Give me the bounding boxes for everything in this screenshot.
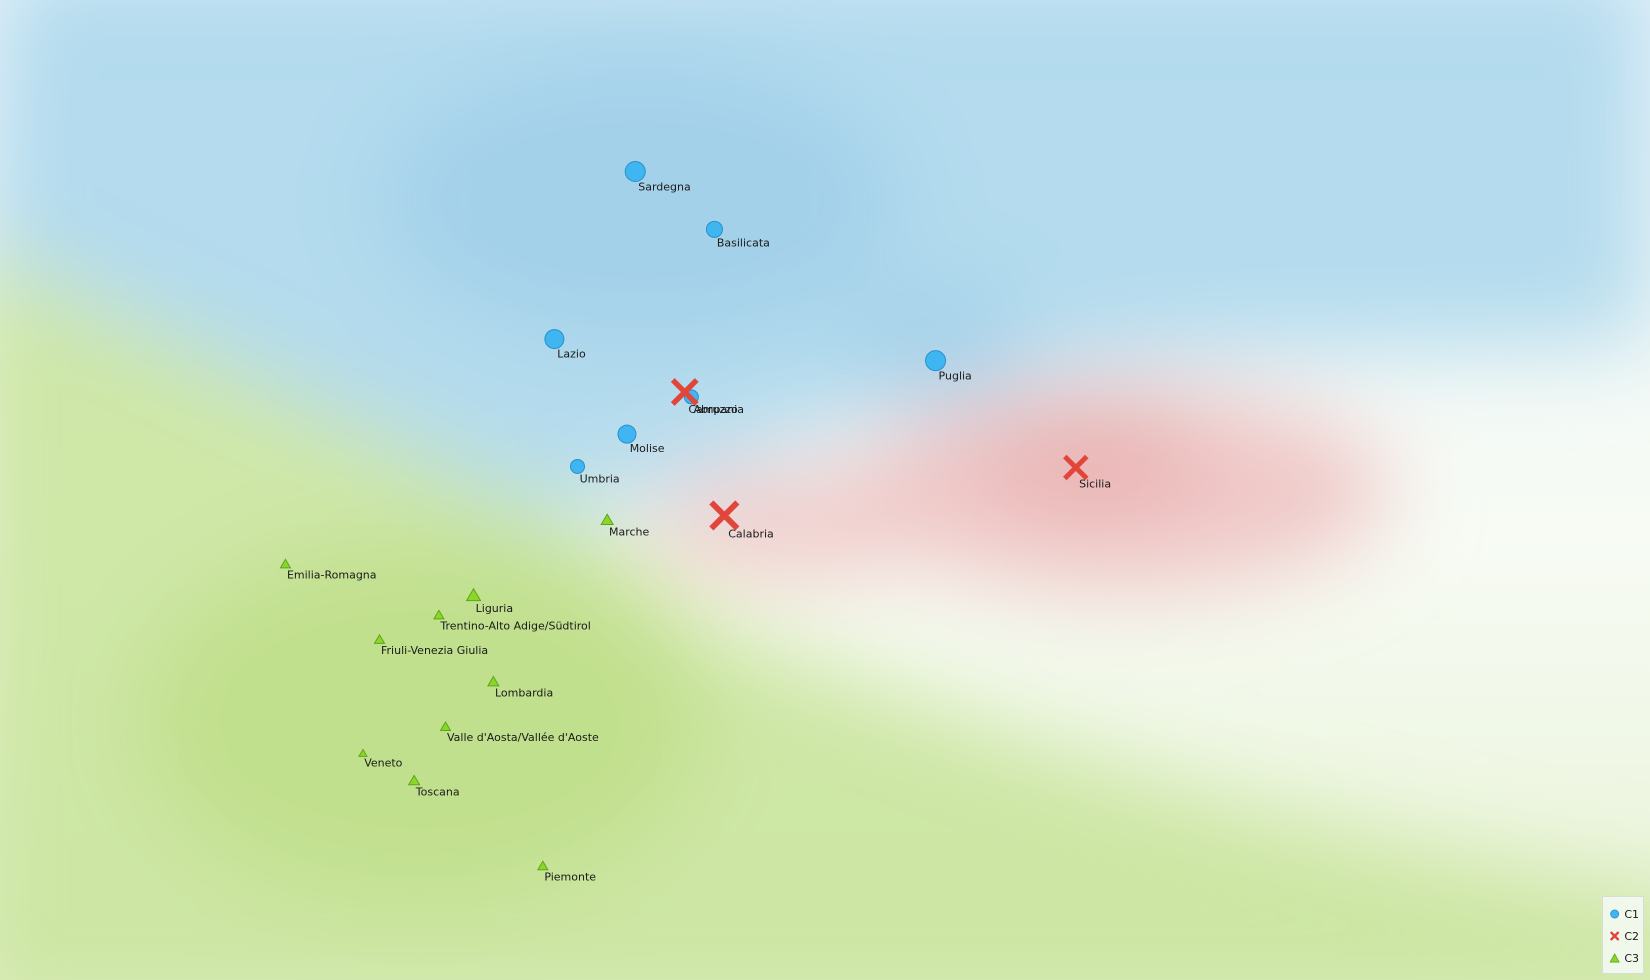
point-label-marche: Marche — [609, 525, 650, 538]
point-label-sicilia: Sicilia — [1079, 477, 1111, 490]
region-c1-core — [380, 60, 900, 340]
legend-item-c1: C1 — [1609, 903, 1639, 925]
point-lazio — [544, 329, 565, 350]
point-label-valle-d-aosta-vall-e-d-aoste: Valle d'Aosta/Vallée d'Aoste — [447, 731, 599, 744]
region-c3-core — [140, 540, 700, 900]
point-label-molise: Molise — [630, 442, 665, 455]
point-campania — [670, 378, 699, 406]
point-label-abruzzo: Abruzzo — [693, 403, 738, 416]
region-c1-core-2 — [845, 285, 1025, 405]
legend-item-c3: C3 — [1609, 947, 1639, 969]
series-c3: MarcheEmilia-RomagnaLiguriaTrentino-Alto… — [279, 513, 650, 883]
point-label-liguria: Liguria — [476, 602, 513, 615]
point-label-friuli-venezia-giulia: Friuli-Venezia Giulia — [381, 644, 488, 657]
triangle-icon — [1609, 953, 1620, 963]
point-label-campania: Campania — [688, 403, 744, 416]
point-piemonte — [536, 860, 549, 871]
point-toscana — [407, 774, 421, 786]
point-valle-d-aosta-vall-e-d-aoste — [439, 721, 452, 732]
point-label-trentino-alto-adige-s-dtirol: Trentino-Alto Adige/Südtirol — [439, 619, 590, 632]
point-veneto — [358, 748, 368, 757]
legend-label-c1: C1 — [1624, 907, 1639, 921]
point-label-sardegna: Sardegna — [638, 181, 691, 194]
point-lombardia — [486, 675, 500, 687]
region-c2-west — [650, 477, 930, 573]
point-emilia-romagna — [279, 558, 292, 569]
point-trentino-alto-adige-s-dtirol — [433, 609, 445, 620]
point-label-basilicata: Basilicata — [717, 236, 770, 249]
point-label-lazio: Lazio — [557, 348, 586, 361]
point-basilicata — [705, 220, 723, 238]
legend-item-c2: C2 — [1609, 925, 1639, 947]
point-marche — [600, 513, 615, 525]
point-label-emilia-romagna: Emilia-Romagna — [287, 568, 377, 581]
point-liguria — [465, 587, 482, 602]
legend: C1 C2 C3 — [1602, 896, 1644, 974]
point-sardegna — [624, 161, 646, 182]
series-c1: SardegnaBasilicataLazioPugliaAbruzzoMoli… — [544, 161, 972, 485]
point-label-piemonte: Piemonte — [544, 870, 596, 883]
point-sicilia — [1063, 454, 1089, 481]
point-molise — [617, 424, 637, 444]
point-calabria — [709, 500, 740, 531]
circle-icon — [1610, 909, 1620, 919]
cross-icon — [1610, 931, 1620, 941]
legend-label-c3: C3 — [1624, 951, 1639, 965]
point-label-puglia: Puglia — [939, 370, 972, 383]
point-label-lombardia: Lombardia — [495, 687, 553, 700]
region-c2-core — [980, 400, 1200, 510]
point-label-umbria: Umbria — [580, 472, 620, 485]
point-umbria — [570, 458, 585, 474]
legend-label-c2: C2 — [1624, 929, 1639, 943]
point-label-toscana: Toscana — [415, 786, 460, 799]
point-friuli-venezia-giulia — [373, 633, 386, 644]
point-puglia — [925, 350, 947, 372]
point-label-calabria: Calabria — [728, 527, 774, 540]
point-label-veneto: Veneto — [364, 757, 402, 770]
